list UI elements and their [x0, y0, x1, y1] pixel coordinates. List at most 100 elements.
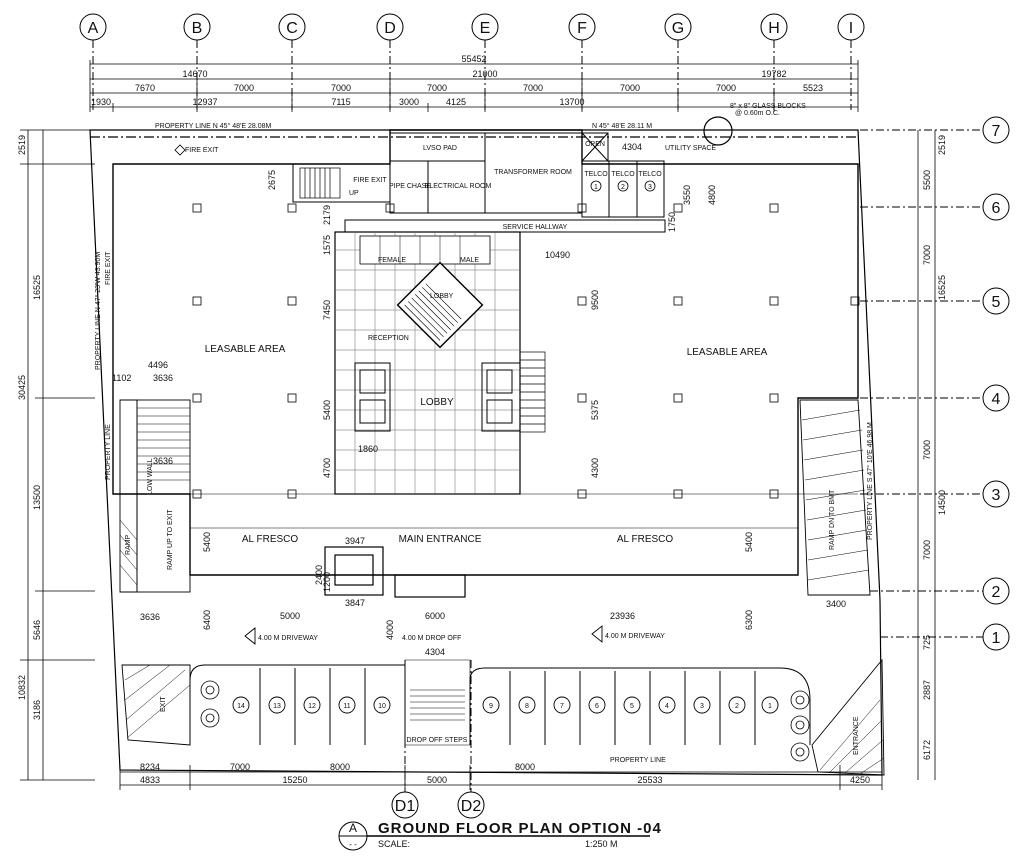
- label-al-fresco-right: AL FRESCO: [617, 534, 674, 545]
- dim-4800: 4800: [707, 185, 717, 205]
- grid-col-H: [760, 13, 788, 110]
- dim-bay-1: 7670: [135, 83, 155, 93]
- right-service-stair: [519, 351, 546, 433]
- dim-right-7000b: 7000: [922, 440, 932, 460]
- grid-row-labels: 7 6 5 4 3 2 1: [992, 123, 1001, 647]
- left-ramp: [119, 399, 191, 593]
- bottom-dimension-lines: [119, 765, 883, 790]
- label-fire-exit-top: FIRE EXIT: [185, 147, 219, 154]
- label-lvso-pad: LVSO PAD: [423, 145, 457, 152]
- stall-10: 10: [378, 703, 386, 710]
- dim-bay-7: 7000: [716, 83, 736, 93]
- dim-4250: 4250: [850, 775, 870, 785]
- dim-4700: 4700: [322, 458, 332, 478]
- label-telco-1: TELCO: [584, 171, 608, 178]
- top-dimension-text: 55452 14670 21000 19782 7670 7000 7000 7…: [91, 54, 823, 107]
- dim-third-5: 4125: [446, 97, 466, 107]
- grid-rows: [860, 116, 1010, 651]
- dim-15250: 15250: [282, 775, 307, 785]
- dim-third-6: 13700: [559, 97, 584, 107]
- dim-6000-drive: 6000: [425, 611, 445, 621]
- label-exit: EXIT: [160, 696, 167, 712]
- dim-top-2: 21000: [472, 69, 497, 79]
- grid-row-7: [860, 116, 1010, 144]
- telco-num-1: 1: [594, 184, 598, 191]
- grid-col-I: [837, 13, 865, 110]
- dim-right-16525: 16525: [937, 275, 947, 300]
- label-driveway-right: 4.00 M DRIVEWAY: [605, 633, 665, 640]
- dim-3636-a: 3636: [153, 373, 173, 383]
- dim-left-upper: 16525: [32, 275, 42, 300]
- dim-8000-bot-b: 8000: [515, 762, 535, 772]
- telco-circles: [590, 180, 656, 192]
- grid-label-4: 4: [992, 391, 1001, 408]
- right-ramp: [799, 399, 871, 596]
- dim-1750: 1750: [667, 212, 677, 232]
- stall-6: 6: [595, 703, 599, 710]
- label-al-fresco-left: AL FRESCO: [242, 534, 299, 545]
- dim-top-3: 19782: [761, 69, 786, 79]
- left-dimension-text: 2519 16525 30425 13500 5646 10832 3186: [17, 135, 42, 720]
- dim-5400-lobby: 5400: [322, 400, 332, 420]
- label-property-line-top-right: N 45° 48'E 28.11 M: [592, 122, 652, 130]
- dim-6300: 6300: [744, 610, 754, 630]
- label-service-hallway: SERVICE HALLWAY: [503, 224, 568, 231]
- dim-1102: 1102: [112, 373, 131, 383]
- dim-third-4: 3000: [399, 97, 419, 107]
- parking-outline: [189, 659, 811, 746]
- title-main: GROUND FLOOR PLAN OPTION -04: [378, 820, 662, 837]
- dim-left-mid: 13500: [32, 485, 42, 510]
- dim-third-2: 12937: [192, 97, 217, 107]
- label-pipe-chase: PIPE CHASE: [389, 183, 431, 190]
- grid-label-6: 6: [992, 200, 1001, 217]
- dim-top-1: 14670: [182, 69, 207, 79]
- stair-core: [396, 261, 484, 349]
- dim-5000-drive: 5000: [280, 611, 300, 621]
- label-female: FEMALE: [378, 257, 406, 264]
- stall-9: 9: [489, 703, 493, 710]
- dim-bay-6: 7000: [620, 83, 640, 93]
- label-transformer-room: TRANSFORMER ROOM: [494, 169, 572, 176]
- grid-row-1: [880, 623, 1010, 651]
- grid-label-7: 7: [992, 123, 1001, 140]
- stall-4: 4: [665, 703, 669, 710]
- dim-third-3: 7115: [331, 97, 350, 107]
- dim-right-5500: 5500: [922, 170, 932, 190]
- dim-1860: 1860: [358, 444, 378, 454]
- label-drop-off-steps: DROP OFF STEPS: [407, 737, 468, 744]
- label-main-entrance: MAIN ENTRANCE: [399, 534, 482, 545]
- title-block: [338, 821, 650, 851]
- dim-5375: 5375: [590, 400, 600, 420]
- dim-2675: 2675: [267, 170, 277, 190]
- dim-3636-b: 3636: [153, 456, 173, 466]
- stall-2: 2: [735, 703, 739, 710]
- grid-label-H: H: [768, 20, 780, 37]
- grid-label-B: B: [192, 20, 203, 37]
- label-low-wall: LOW WALL: [147, 458, 154, 495]
- dim-5000-bot: 5000: [427, 775, 447, 785]
- dim-25533: 25533: [637, 775, 662, 785]
- stall-3: 3: [700, 703, 704, 710]
- dim-3550: 3550: [682, 185, 692, 205]
- top-dimension-lines: [89, 60, 859, 112]
- dim-4496: 4496: [148, 360, 168, 370]
- grid-label-F: F: [577, 20, 587, 37]
- bottom-grid-markers: [391, 660, 485, 819]
- stall-12: 12: [308, 703, 316, 710]
- dim-23936: 23936: [610, 611, 635, 621]
- dim-overall: 55452: [461, 54, 486, 64]
- inner-dimension-text: 10490 2675 2179 1575 1750 3550 4800 7450…: [267, 170, 717, 478]
- label-ramp: RAMP: [125, 534, 132, 555]
- grid-row-2: [870, 577, 1010, 605]
- service-rooms: [292, 132, 666, 233]
- label-lobby-small: LOBBY: [430, 293, 454, 300]
- grid-label-I: I: [849, 20, 853, 37]
- label-fire-exit-stair: FIRE EXIT: [353, 177, 387, 184]
- dim-2400: 2400: [314, 565, 324, 585]
- label-prop-line-left-2: PROPERTY LINE: [105, 424, 112, 480]
- dim-2179: 2179: [322, 205, 332, 225]
- title-tag-sub: - -: [349, 840, 357, 849]
- title-tag: A: [349, 821, 357, 835]
- label-prop-line-left: PROPERTY LINE N 47° 23'W 43.90M: [94, 252, 102, 370]
